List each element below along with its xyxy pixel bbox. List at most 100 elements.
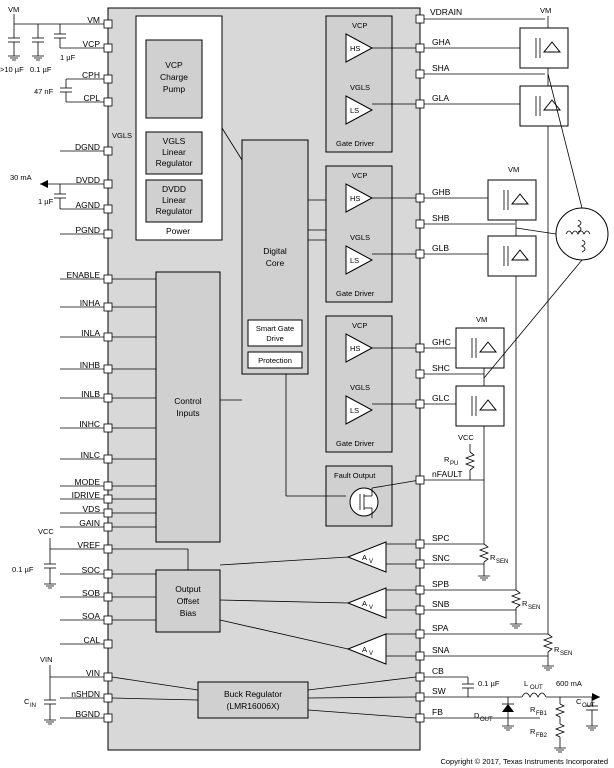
svg-text:SOC: SOC [82, 565, 100, 575]
vcp-pump-line2: Charge [160, 72, 188, 82]
cb-cap-label: 0.1 µF [478, 679, 500, 688]
vm-bulk-cap [8, 24, 20, 56]
lout-label: L [524, 679, 528, 688]
rpu-label: R [444, 455, 450, 464]
svg-text:LS: LS [350, 106, 359, 115]
pin-snc: SNC [386, 553, 484, 569]
svg-text:INHA: INHA [80, 298, 101, 308]
svg-text:GLB: GLB [432, 243, 449, 253]
svg-text:DGND: DGND [75, 142, 100, 152]
svg-text:DVDD: DVDD [76, 175, 100, 185]
svg-text:CB: CB [432, 666, 444, 676]
feedback-resistor-1 [554, 697, 566, 718]
power-label: Power [166, 226, 190, 236]
dout-sub: OUT [480, 717, 493, 723]
mosfet-la [519, 85, 569, 127]
control-inputs-line2: Inputs [176, 408, 199, 418]
protection-block [247, 351, 303, 369]
dvdd-current-label: 30 mA [10, 173, 32, 182]
svg-text:INHB: INHB [80, 360, 101, 370]
svg-text:INLC: INLC [81, 450, 100, 460]
pin-spb: SPB [386, 579, 516, 595]
offset-bias-line1: Output [175, 584, 201, 594]
svg-text:ENABLE: ENABLE [66, 270, 100, 280]
catch-diode [502, 697, 514, 726]
buck-regulator-block [197, 681, 309, 719]
fault-output-label: Fault Output [334, 471, 376, 480]
pin-gain: GAIN [60, 518, 113, 532]
dvdd-regulator [145, 179, 203, 223]
dvdd-reg-line2: Linear [162, 195, 186, 205]
rfb1-sub: FB1 [536, 711, 548, 717]
pin-gla: GLA [372, 93, 520, 109]
svg-text:AGND: AGND [75, 200, 100, 210]
cout-label: C [576, 697, 582, 706]
copyright-notice: Copyright © 2017, Texas Instruments Inco… [440, 757, 608, 766]
offset-bias-block [155, 569, 221, 633]
pin-dgnd: DGND [60, 142, 113, 156]
svg-text:GAIN: GAIN [79, 518, 100, 528]
pin-nshdn: nSHDN [60, 689, 113, 703]
pin-spa: SPA [386, 623, 548, 639]
svg-text:SNB: SNB [432, 599, 450, 609]
vcp-pump-line1: VCP [165, 60, 183, 70]
svg-text:VCP: VCP [352, 321, 367, 330]
rsen-b-label: R [522, 599, 528, 608]
sense-resistor-b [510, 589, 522, 624]
pin-fb: FB [307, 707, 540, 723]
pin-agnd: AGND [60, 200, 113, 214]
smart-gate-drive [247, 319, 303, 347]
pin-vds: VDS [60, 504, 113, 518]
svg-text:CPH: CPH [82, 70, 100, 80]
vref-vcc-label: VCC [38, 527, 54, 536]
svg-text:Gate Driver: Gate Driver [336, 139, 375, 148]
vcp-charge-pump [145, 39, 203, 119]
pin-inhc: INHC [60, 419, 113, 433]
svg-text:A: A [362, 645, 367, 654]
svg-text:GLA: GLA [432, 93, 449, 103]
control-inputs-line1: Control [174, 396, 202, 406]
pin-sw: SW [307, 686, 522, 702]
gate-driver-a: VCP HS VGLS LS Gate Driver [325, 15, 393, 153]
feedback-resistor-2 [554, 717, 566, 748]
svg-text:CPL: CPL [83, 93, 100, 103]
vgls-reg-line3: Regulator [156, 158, 193, 168]
pin-glc: GLC [372, 393, 456, 409]
pin-soc: SOC [60, 565, 113, 579]
rfb1-label: R [530, 705, 536, 714]
pin-vdrain: VDRAIN [415, 7, 545, 24]
mosfet-hb [487, 179, 537, 221]
svg-text:INLA: INLA [81, 328, 100, 338]
svg-text:PGND: PGND [75, 225, 100, 235]
output-inductor [521, 692, 547, 698]
mosfet-lb [487, 235, 537, 277]
buck-line1: Buck Regulator [224, 689, 282, 699]
vcp-cap [54, 24, 66, 48]
vm-bridge-label: VM [540, 6, 551, 15]
svg-text:SPB: SPB [432, 579, 449, 589]
rsen-b-sub: SEN [528, 605, 540, 611]
sense-resistor-a [542, 633, 554, 666]
pin-soa: SOA [60, 611, 113, 625]
output-arrow-icon [592, 693, 600, 701]
rsen-a-label: R [554, 645, 560, 654]
svg-text:CAL: CAL [83, 635, 100, 645]
svg-text:nFAULT: nFAULT [432, 469, 463, 479]
svg-text:HS: HS [350, 44, 360, 53]
svg-text:HS: HS [350, 194, 360, 203]
gate-driver-c: VCP HS VGLS LS Gate Driver [325, 315, 393, 453]
control-inputs-block [155, 271, 221, 543]
svg-text:GHB: GHB [432, 187, 451, 197]
svg-text:SHC: SHC [432, 363, 450, 373]
pin-pgnd: PGND [60, 225, 113, 239]
vm-phase-b-label: VM [508, 165, 519, 174]
svg-text:VGLS: VGLS [350, 83, 370, 92]
pin-gha: GHA [372, 37, 520, 53]
digital-core-line2: Core [266, 258, 285, 268]
pin-sna: SNA [386, 645, 548, 661]
pin-sob: SOB [60, 588, 113, 602]
cin-cap [44, 677, 56, 720]
rsen-c-label: R [490, 553, 496, 562]
